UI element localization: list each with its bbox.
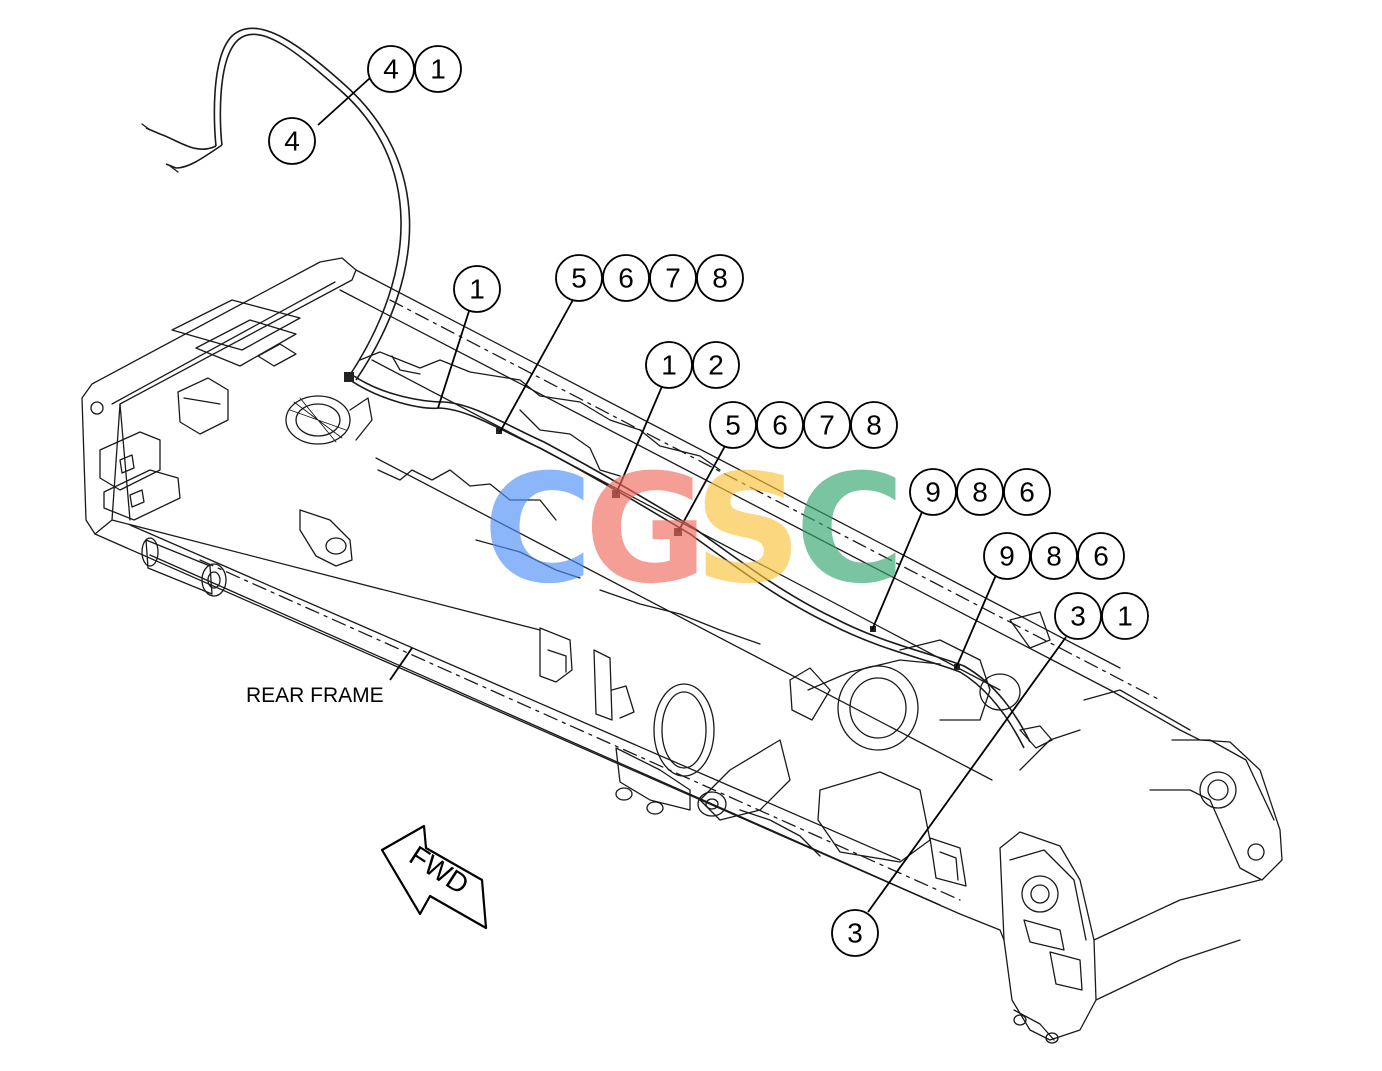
callout-number: 4 (383, 54, 399, 85)
callout-number: 2 (708, 350, 724, 381)
callout-4-1: 4 1 (367, 45, 462, 93)
callout-5-6-7-8-lower: 5 6 7 8 (709, 401, 898, 449)
callout-number: 5 (571, 263, 587, 294)
callout-number: 7 (819, 410, 835, 441)
callout-3: 3 (831, 909, 879, 957)
callout-number: 1 (1117, 601, 1133, 632)
callout-number: 6 (772, 410, 788, 441)
rear-frame-drawing (81, 257, 1283, 1044)
hose-routing (141, 27, 1053, 749)
callout-number: 1 (430, 54, 446, 85)
callout-number: 6 (1093, 541, 1109, 572)
callout-number: 6 (618, 263, 634, 294)
callout-1: 1 (453, 265, 501, 313)
callout-3-1: 3 1 (1054, 592, 1149, 640)
callout-9-8-6-lower: 9 8 6 (983, 532, 1125, 580)
callout-number: 9 (925, 477, 941, 508)
rear-frame-label: REAR FRAME (246, 684, 384, 707)
callout-number: 9 (999, 541, 1015, 572)
watermark-letter: C (795, 443, 905, 617)
callout-number: 1 (469, 274, 485, 305)
callout-5-6-7-8-upper: 5 6 7 8 (555, 254, 744, 302)
watermark-letter: S (694, 443, 802, 617)
callout-number: 3 (847, 918, 863, 949)
callout-number: 5 (725, 410, 741, 441)
callout-number: 8 (1046, 541, 1062, 572)
callout-number: 8 (866, 410, 882, 441)
leader-lines (317, 77, 1067, 913)
callout-number: 1 (661, 350, 677, 381)
callout-number: 3 (1070, 601, 1086, 632)
callout-9-8-6-upper: 9 8 6 (909, 468, 1051, 516)
cgsc-watermark: C G S C (483, 443, 905, 617)
watermark-letter: C (483, 443, 593, 617)
callout-4: 4 (268, 117, 316, 165)
callout-number: 8 (712, 263, 728, 294)
callout-number: 4 (284, 126, 300, 157)
callout-number: 8 (972, 477, 988, 508)
watermark-letter: G (584, 443, 707, 617)
callout-number: 7 (665, 263, 681, 294)
fwd-arrow: FWD (380, 824, 488, 930)
callout-number: 6 (1019, 477, 1035, 508)
callout-bubbles: 4 1 4 1 5 6 7 8 1 2 5 6 7 8 9 8 6 (268, 45, 1149, 957)
callout-1-2: 1 2 (645, 341, 740, 389)
